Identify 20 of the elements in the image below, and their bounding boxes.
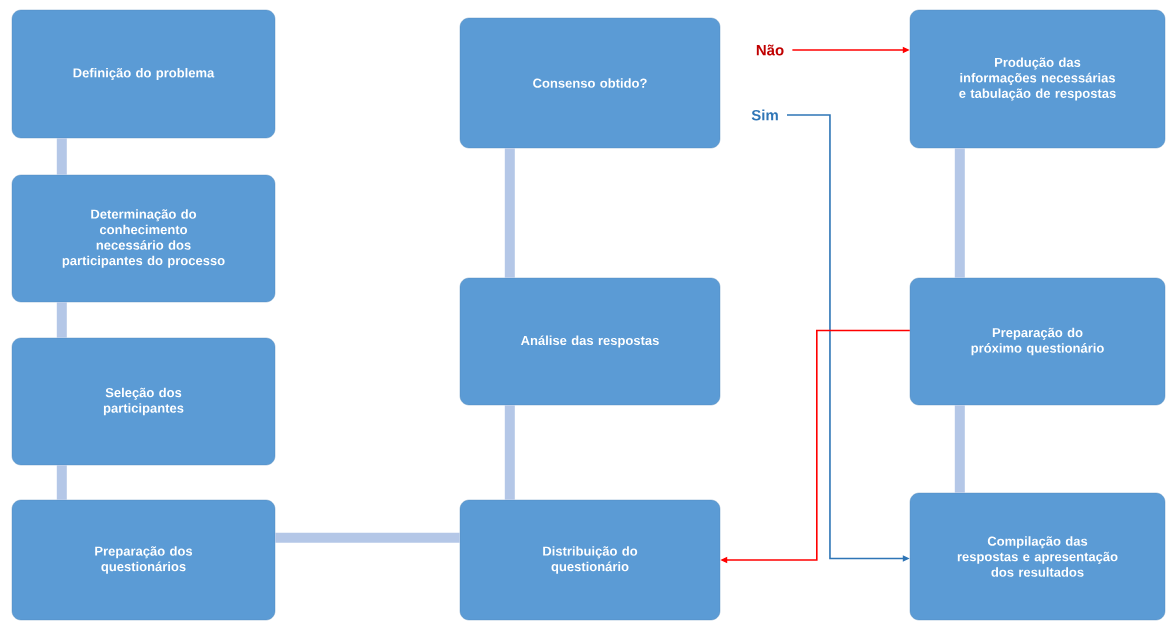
connector-bar [275, 532, 460, 543]
process-box: Definição do problema [11, 9, 276, 139]
process-box: Produção das informações necessárias e tabulação de respostas [909, 9, 1166, 149]
process-box: Preparação dos questionários [11, 499, 276, 621]
connector-bar [56, 302, 67, 338]
process-box: Compilação das respostas e apresentação dos resultados [909, 492, 1166, 621]
answer-label: Sim [751, 109, 778, 121]
answer-label: Não [756, 44, 784, 56]
process-box: Seleção dos participantes [11, 337, 276, 466]
connector-bar [56, 465, 67, 500]
connector-bar [954, 405, 965, 493]
process-box: Preparação do próximo questionário [909, 277, 1166, 406]
connector-bar [954, 148, 965, 278]
process-box: Determinação do conhecimento necessário dos participantes do processo [11, 174, 276, 303]
connector-bar [504, 148, 515, 278]
connector-bar [504, 405, 515, 500]
connector-bar [56, 138, 67, 175]
process-box: Análise das respostas [459, 277, 721, 406]
process-box: Consenso obtido? [459, 17, 721, 149]
process-box: Distribuição do questionário [459, 499, 721, 621]
